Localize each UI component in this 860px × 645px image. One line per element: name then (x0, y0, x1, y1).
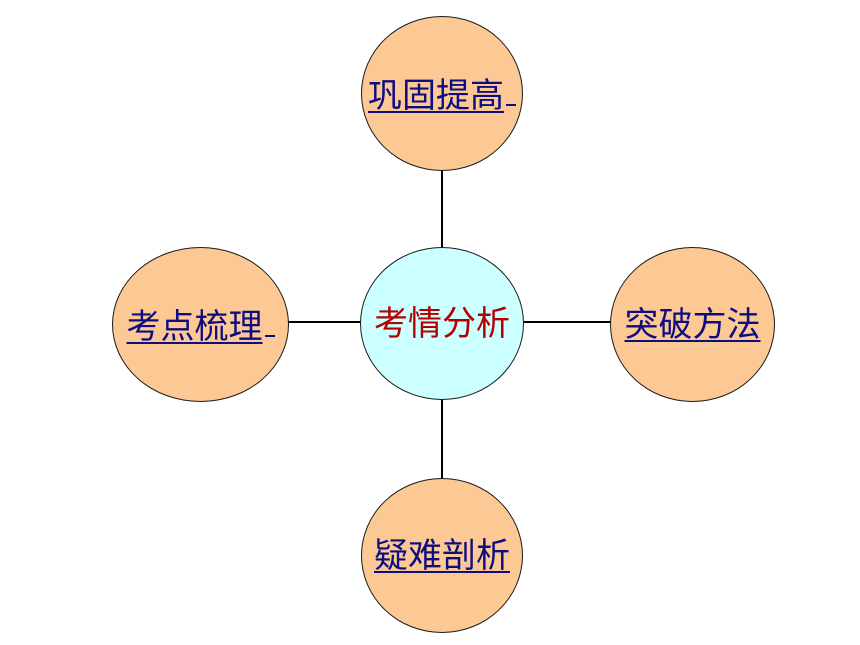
node-top-link[interactable]: 巩固提高 (368, 75, 516, 113)
node-top[interactable]: 巩固提高 (361, 16, 523, 171)
node-left[interactable]: 考点梳理 (112, 247, 289, 402)
node-left-link[interactable]: 考点梳理 (127, 306, 275, 344)
node-center-label: 考情分析 (374, 303, 510, 344)
node-top-underline-tail (506, 74, 516, 106)
node-left-label: 考点梳理 (126, 306, 263, 347)
connector-bottom (441, 398, 443, 480)
node-bottom-link[interactable]: 疑难剖析 (374, 539, 510, 573)
node-right-link[interactable]: 突破方法 (625, 308, 761, 342)
node-bottom[interactable]: 疑难剖析 (361, 478, 523, 633)
node-center: 考情分析 (360, 247, 524, 400)
connector-top (441, 168, 443, 248)
node-right[interactable]: 突破方法 (610, 247, 775, 402)
connector-left (288, 321, 362, 323)
node-left-underline-tail (264, 305, 275, 337)
node-right-label: 突破方法 (624, 304, 761, 345)
node-top-label: 巩固提高 (368, 75, 504, 116)
connector-right (522, 321, 612, 323)
node-bottom-label: 疑难剖析 (374, 535, 510, 576)
